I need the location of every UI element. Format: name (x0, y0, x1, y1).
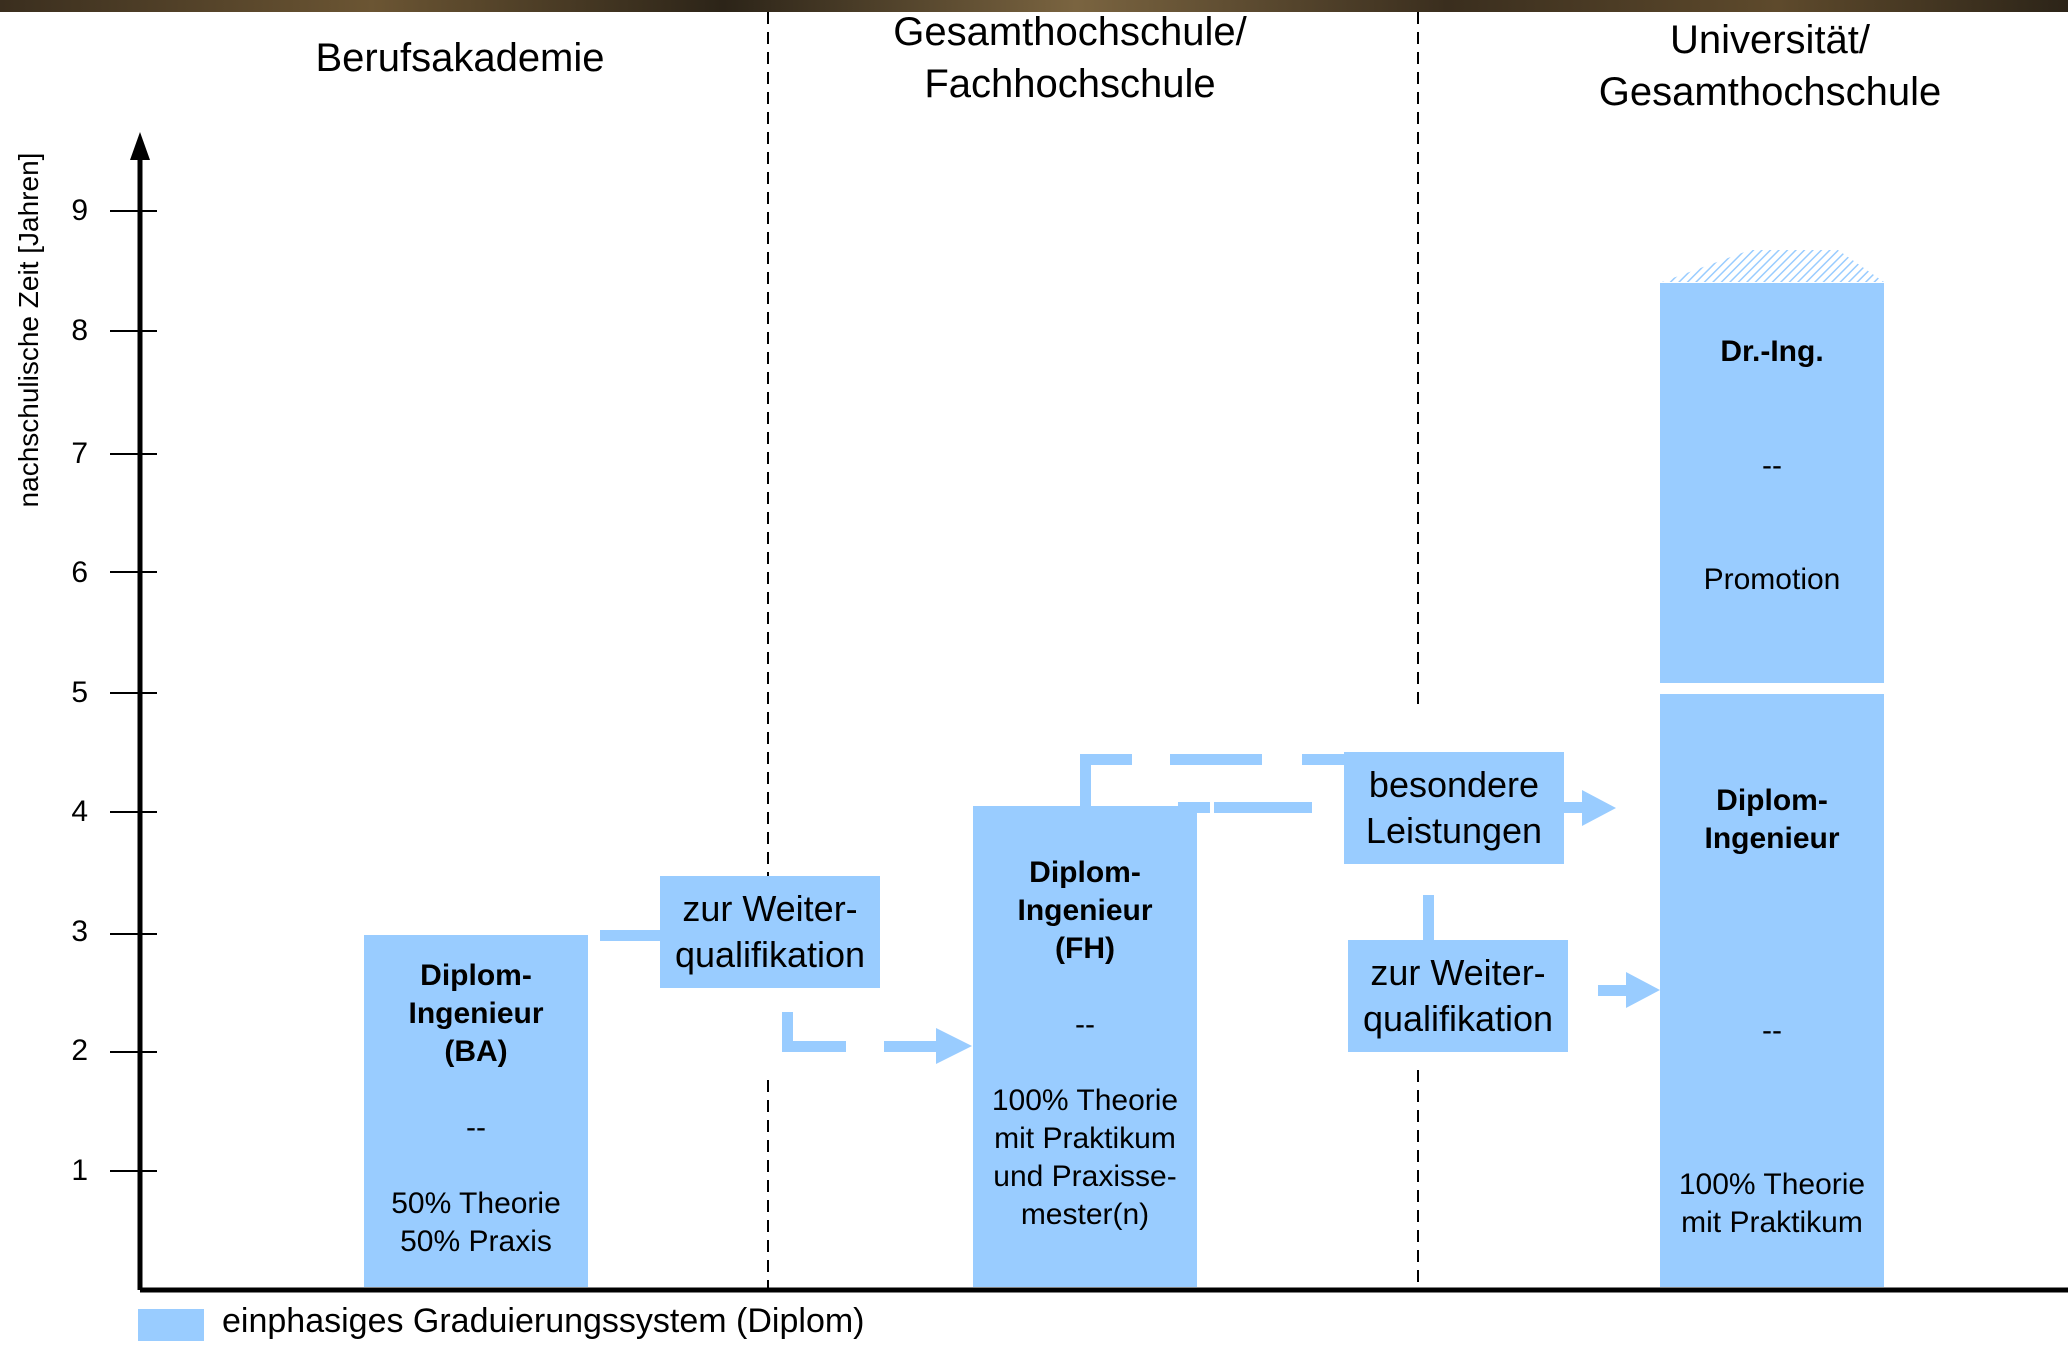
ba-line-2: 50% Praxis (400, 1225, 552, 1258)
fh-line-4: mester(n) (1020, 1198, 1150, 1231)
top-decorative-band (0, 0, 2068, 12)
header-fachhochschule-line2: Fachhochschule (924, 62, 1216, 106)
ba-dash: -- (466, 1111, 486, 1144)
weiter2-line-2: qualifikation (1362, 998, 1554, 1039)
fh-line-1: 100% Theorie (991, 1084, 1179, 1117)
box-dr-ing: Dr.-Ing. -- Promotion (1660, 283, 1884, 683)
connector-ba-to-fh (600, 930, 972, 1064)
header-fachhochschule-line1: Gesamthochschule/ (893, 10, 1247, 54)
y-tick-5: 5 (71, 676, 88, 709)
uni-dash: -- (1762, 1014, 1782, 1047)
fh-line-3: und Praxisse- (993, 1160, 1177, 1193)
y-tick-3: 3 (71, 915, 88, 948)
box-diplom-ingenieur-ba: Diplom- Ingenieur (BA) -- 50% Theorie 50… (364, 935, 588, 1287)
y-tick-1: 1 (71, 1154, 88, 1187)
uni-title-2: Ingenieur (1704, 822, 1840, 855)
ba-title-2: Ingenieur (408, 997, 544, 1030)
legend-text: einphasiges Graduierungssystem (Diplom) (222, 1302, 865, 1340)
y-axis-label: nachschulische Zeit [Jahren] (13, 152, 44, 508)
besondere-line-2: Leistungen (1365, 810, 1543, 851)
y-axis-ticks (110, 210, 157, 1172)
header-universitaet-line2: Gesamthochschule (1598, 70, 1942, 114)
ba-title-3: (BA) (444, 1035, 508, 1068)
fh-line-2: mit Praktikum (994, 1122, 1176, 1155)
uni-line-1: 100% Theorie (1678, 1168, 1866, 1201)
weiter2-line-1: zur Weiter- (1370, 952, 1546, 993)
box-diplom-ingenieur-uni: Diplom- Ingenieur -- 100% Theorie mit Pr… (1660, 694, 1884, 1287)
besondere-line-1: besondere (1368, 764, 1540, 805)
y-axis-arrowhead (130, 132, 150, 160)
uni-title-1: Diplom- (1716, 784, 1828, 817)
dr-line-1: Promotion (1703, 563, 1841, 596)
legend-swatch (138, 1309, 204, 1341)
y-tick-2: 2 (71, 1034, 88, 1067)
box-diplom-ingenieur-fh: Diplom- Ingenieur (FH) -- 100% Theorie m… (973, 806, 1197, 1287)
header-berufsakademie: Berufsakademie (315, 36, 605, 80)
fh-dash: -- (1075, 1008, 1095, 1041)
ba-line-1: 50% Theorie (391, 1187, 561, 1220)
y-tick-9: 9 (71, 194, 88, 227)
weiter1-line-2: qualifikation (674, 934, 866, 975)
header-universitaet-line1: Universität/ (1669, 18, 1871, 62)
dr-title: Dr.-Ing. (1720, 335, 1824, 368)
label-weiterqualifikation-ba: zur Weiter- qualifikation (660, 876, 880, 988)
fh-title-3: (FH) (1055, 932, 1115, 965)
weiter1-line-1: zur Weiter- (682, 888, 858, 929)
fh-title-2: Ingenieur (1017, 894, 1153, 927)
ba-title-1: Diplom- (420, 959, 532, 992)
label-besondere-leistungen: besondere Leistungen (1344, 752, 1564, 864)
label-weiterqualifikation-fh: zur Weiter- qualifikation (1348, 940, 1568, 1052)
y-tick-7: 7 (71, 437, 88, 470)
y-tick-4: 4 (71, 795, 88, 828)
connector-fh-to-uni-weiter (1423, 895, 1660, 1008)
dr-dash: -- (1762, 449, 1782, 482)
y-tick-6: 6 (71, 556, 88, 589)
uni-line-2: mit Praktikum (1681, 1206, 1863, 1239)
fh-title-1: Diplom- (1029, 856, 1141, 889)
y-tick-8: 8 (71, 314, 88, 347)
connector-fh-to-uni-besondere (1080, 754, 1616, 826)
